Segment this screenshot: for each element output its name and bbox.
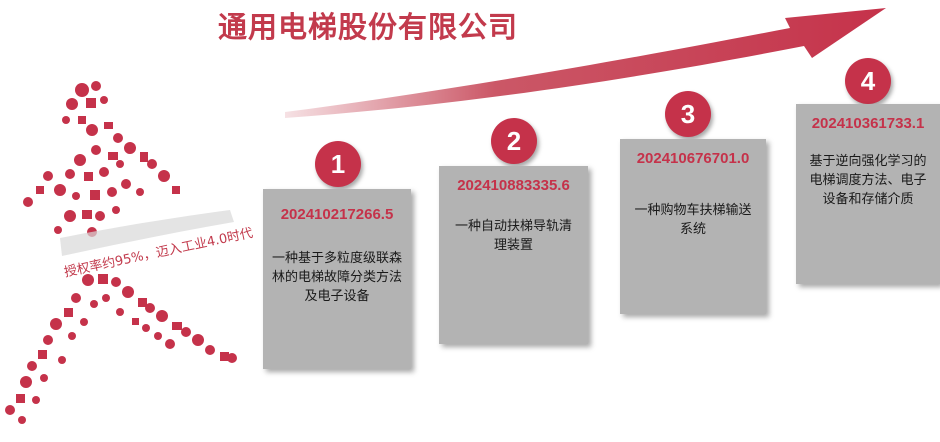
step-2-badge: 2 — [491, 118, 537, 164]
step-4-badge: 4 — [845, 58, 891, 104]
patent-description: 一种基于多粒度级联森 林的电梯故障分类方法 及电子设备 — [271, 251, 402, 304]
patent-card-1: 202410217266.5 一种基于多粒度级联森 林的电梯故障分类方法 及电子… — [263, 189, 411, 369]
step-1-badge: 1 — [315, 141, 361, 187]
patent-description: 基于逆向强化学习的 电梯调度方法、电子 设备和存储介质 — [809, 154, 927, 207]
patent-card-2: 202410883335.6 一种自动扶梯导轨清 理装置 — [439, 166, 588, 344]
step-number: 3 — [680, 98, 696, 129]
step-number: 4 — [860, 65, 876, 96]
patent-card-4: 202410361733.1 基于逆向强化学习的 电梯调度方法、电子 设备和存储… — [796, 104, 940, 284]
patent-number: 202410361733.1 — [811, 115, 925, 132]
running-figure-icon — [5, 81, 237, 424]
patent-number: 202410217266.5 — [280, 206, 394, 223]
patent-description: 一种自动扶梯导轨清 理装置 — [454, 219, 572, 253]
patent-description: 一种购物车扶梯输送 系统 — [634, 203, 752, 237]
step-number: 2 — [506, 125, 522, 156]
patent-card-3: 202410676701.0 一种购物车扶梯输送 系统 — [620, 139, 766, 314]
page-title: 通用电梯股份有限公司 — [218, 10, 519, 44]
patent-number: 202410883335.6 — [457, 177, 570, 194]
step-3-badge: 3 — [665, 91, 711, 137]
step-number: 1 — [330, 148, 346, 179]
patent-number: 202410676701.0 — [636, 150, 750, 167]
